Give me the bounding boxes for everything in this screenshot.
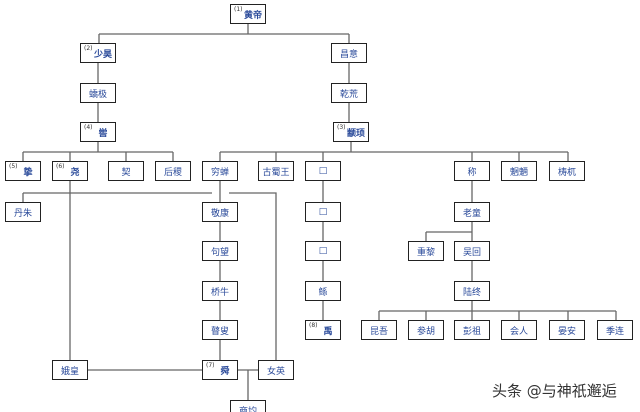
node-label: 挚 — [23, 167, 33, 178]
node-label: 陆终 — [462, 287, 481, 298]
node-label: 老童 — [462, 208, 481, 219]
node-danzhu[interactable]: 丹朱 — [5, 202, 41, 222]
generation-number: (1) — [234, 6, 243, 13]
node-gusou[interactable]: 瞽叟 — [202, 320, 238, 340]
node-label: 昆吾 — [369, 326, 388, 337]
node-label: 季连 — [605, 326, 624, 337]
node-houji[interactable]: 后稷 — [155, 161, 191, 181]
node-qiongchan[interactable]: 穷蝉 — [202, 161, 238, 181]
node-cheng[interactable]: 称 — [454, 161, 490, 181]
node-huangdi[interactable]: (1)黄帝 — [230, 4, 266, 24]
node-jiaoji[interactable]: 蟜极 — [80, 83, 116, 103]
watermark: 头条 @与神祇邂逅 — [492, 382, 617, 400]
node-yu[interactable]: (8) 禹 — [305, 320, 341, 340]
node-label: 重黎 — [416, 247, 435, 258]
node-label: 后稷 — [163, 167, 182, 178]
node-label: 昌意 — [339, 49, 358, 60]
node-gun[interactable]: 鲧 — [305, 281, 341, 301]
node-qiaoniu[interactable]: 桥牛 — [202, 281, 238, 301]
node-gushuwang[interactable]: 古蜀王 — [258, 161, 294, 181]
node-label: 舜 — [220, 366, 230, 377]
node-label: 契 — [121, 167, 131, 178]
node-shun[interactable]: (7) 舜 — [202, 360, 238, 380]
node-label: 黄帝 — [243, 10, 262, 21]
node-label: 鲧 — [318, 287, 328, 298]
node-label: 蟜极 — [88, 89, 107, 100]
node-zhuanxu[interactable]: (3)颛顼 — [333, 122, 369, 142]
generation-number: (8) — [309, 322, 318, 329]
node-yanan[interactable]: 晏安 — [549, 320, 585, 340]
generation-number: (4) — [84, 124, 93, 131]
node-label: 会人 — [509, 326, 528, 337]
node-label: 吴回 — [462, 247, 481, 258]
node-zhongli[interactable]: 重黎 — [408, 241, 444, 261]
generation-number: (3) — [337, 124, 346, 131]
node-yao[interactable]: (6) 尧 — [52, 161, 88, 181]
node-kunwu[interactable]: 昆吾 — [361, 320, 397, 340]
node-label: 穷蝉 — [210, 167, 229, 178]
node-label: 颛顼 — [346, 128, 365, 139]
node-luzhong[interactable]: 陆终 — [454, 281, 490, 301]
node-label: 敬康 — [210, 208, 229, 219]
node-label: 瞽叟 — [210, 326, 229, 337]
node-label: 称 — [467, 167, 477, 178]
node-label: 丹朱 — [13, 208, 32, 219]
node-label: 女英 — [266, 366, 285, 377]
node-label: 喾 — [98, 128, 108, 139]
node-ehuang[interactable]: 娥皇 — [52, 360, 88, 380]
generation-number: (5) — [9, 163, 18, 170]
node-changyi[interactable]: 昌意 — [331, 43, 367, 63]
node-label: 娥皇 — [60, 366, 79, 377]
generation-number: (7) — [206, 362, 215, 369]
node-label: 商均 — [238, 406, 257, 412]
node-label: □ — [318, 207, 328, 217]
generation-number: (6) — [56, 163, 65, 170]
node-unknown-1[interactable]: □ — [305, 161, 341, 181]
node-label: 魍魉 — [509, 167, 528, 178]
node-jingkang[interactable]: 敬康 — [202, 202, 238, 222]
node-unknown-3[interactable]: □ — [305, 241, 341, 261]
node-jilian[interactable]: 季连 — [597, 320, 633, 340]
node-taowu[interactable]: 梼杌 — [549, 161, 585, 181]
node-unknown-2[interactable]: □ — [305, 202, 341, 222]
node-label: □ — [318, 166, 328, 176]
node-label: 少昊 — [93, 49, 112, 60]
node-laotong[interactable]: 老童 — [454, 202, 490, 222]
node-juwang[interactable]: 句望 — [202, 241, 238, 261]
node-shangjun[interactable]: 商均 — [230, 400, 266, 412]
node-label: 晏安 — [557, 326, 576, 337]
node-shaohao[interactable]: (2)少昊 — [80, 43, 116, 63]
node-label: 参胡 — [416, 326, 435, 337]
node-zhi[interactable]: (5) 挚 — [5, 161, 41, 181]
node-wangliang[interactable]: 魍魉 — [501, 161, 537, 181]
node-xie[interactable]: 契 — [108, 161, 144, 181]
node-wuhui[interactable]: 吴回 — [454, 241, 490, 261]
node-ku[interactable]: (4) 喾 — [80, 122, 116, 142]
node-label: 尧 — [70, 167, 80, 178]
node-label: 桥牛 — [210, 287, 229, 298]
node-label: 彭祖 — [462, 326, 481, 337]
node-qianhuang[interactable]: 乾荒 — [331, 83, 367, 103]
generation-number: (2) — [84, 45, 93, 52]
node-label: 禹 — [323, 326, 333, 337]
node-label: □ — [318, 246, 328, 256]
node-nvying[interactable]: 女英 — [258, 360, 294, 380]
node-label: 句望 — [210, 247, 229, 258]
node-label: 乾荒 — [339, 89, 358, 100]
node-huiren[interactable]: 会人 — [501, 320, 537, 340]
node-label: 古蜀王 — [262, 167, 290, 178]
node-canhu[interactable]: 参胡 — [408, 320, 444, 340]
node-label: 梼杌 — [557, 167, 576, 178]
node-pengzu[interactable]: 彭祖 — [454, 320, 490, 340]
